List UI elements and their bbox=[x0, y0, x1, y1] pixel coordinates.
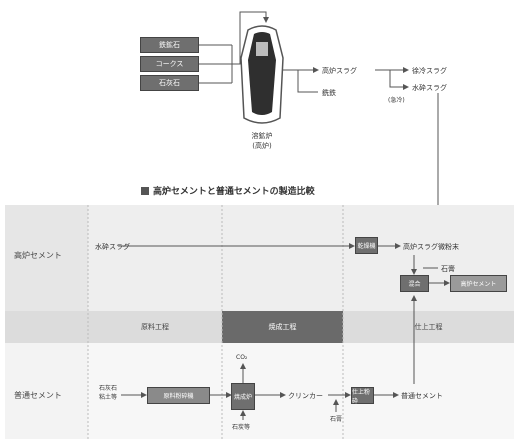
section-title: 高炉セメントと普通セメントの製造比較 bbox=[153, 187, 315, 197]
section-title-bullet bbox=[141, 187, 149, 195]
oc-flow-lines bbox=[121, 295, 417, 420]
oc-co2: CO₂ bbox=[236, 354, 248, 361]
output-pig-iron: 銑鉄 bbox=[322, 89, 336, 97]
bf-mixing-box: 混合 bbox=[400, 275, 429, 292]
stage-raw: 原料工程 bbox=[141, 323, 169, 331]
furnace-label: 溶鉱炉 (高炉) bbox=[251, 132, 273, 150]
blast-furnace-icon bbox=[240, 25, 284, 124]
output-blast-furnace-slag: 高炉スラグ bbox=[322, 67, 357, 75]
output-slow-cooled-slag: 徐冷スラグ bbox=[412, 67, 447, 75]
output-quench-note: (急冷) bbox=[388, 97, 405, 104]
oc-gypsum: 石膏 bbox=[330, 416, 343, 423]
oc-clinker: クリンカー bbox=[288, 392, 323, 400]
raw-material-lines bbox=[199, 11, 269, 84]
stage-finishing: 仕上工程 bbox=[414, 323, 443, 331]
bf-gypsum: 石膏 bbox=[441, 265, 455, 273]
raw-material-coke: コークス bbox=[140, 56, 199, 72]
bf-granulated-slag: 水砕スラグ bbox=[95, 243, 130, 251]
oc-finish-mill-box: 仕上粉砕 bbox=[351, 387, 374, 405]
raw-material-limestone: 石灰石 bbox=[140, 75, 199, 91]
bf-cement-flow-lines bbox=[118, 243, 450, 286]
output-granulated-slag: 水砕スラグ bbox=[412, 84, 447, 92]
row-label-bf-cement: 高炉セメント bbox=[14, 251, 62, 260]
bf-cement-box: 高炉セメント bbox=[450, 275, 507, 292]
oc-ordinary-cement: 普通セメント bbox=[401, 392, 443, 400]
raw-material-iron-ore: 鉄鉱石 bbox=[140, 37, 199, 53]
stage-firing: 焼成工程 bbox=[268, 323, 297, 331]
oc-raw-mill-box: 原料粉砕機 bbox=[147, 387, 210, 404]
bf-dryer-box: 乾燥機 bbox=[355, 237, 378, 254]
oc-kiln-box: 焼成炉 bbox=[231, 383, 255, 410]
bf-slag-powder: 高炉スラグ微粉末 bbox=[403, 243, 459, 251]
oc-coal: 石炭等 bbox=[232, 424, 251, 431]
oc-raw-input: 石灰石 粘土等 bbox=[98, 385, 117, 401]
row-label-ordinary-cement: 普通セメント bbox=[14, 391, 62, 400]
